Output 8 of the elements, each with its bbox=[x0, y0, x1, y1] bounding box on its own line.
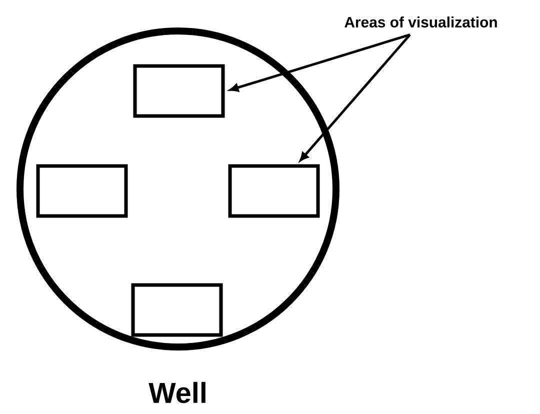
visualization-area bbox=[228, 164, 320, 218]
callout-label: Areas of visualization bbox=[344, 16, 497, 28]
visualization-area bbox=[133, 64, 225, 118]
arrow bbox=[230, 34, 410, 92]
visualization-area bbox=[131, 283, 223, 337]
visualization-area bbox=[36, 164, 128, 218]
well-label: Well bbox=[148, 382, 206, 404]
arrow bbox=[300, 34, 411, 162]
